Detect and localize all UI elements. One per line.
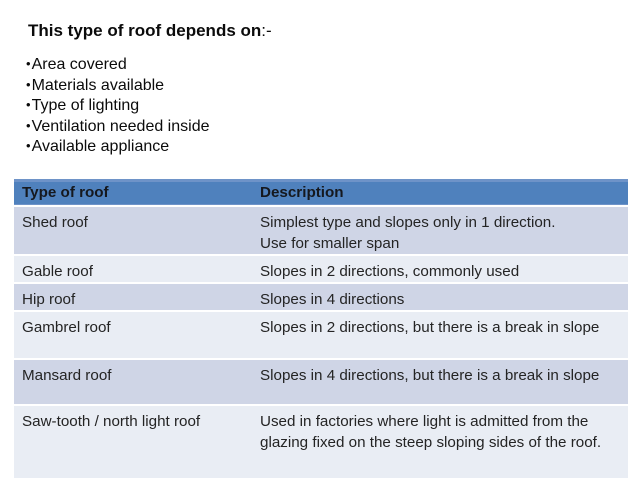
roof-description-cell: Used in factories where light is admitte… bbox=[260, 413, 602, 451]
bullet-text: Type of lighting bbox=[31, 97, 140, 114]
column-header-description: Description bbox=[260, 184, 344, 201]
bullet-item: •Area covered bbox=[26, 54, 209, 75]
roof-description-cell: Slopes in 2 directions, commonly used bbox=[260, 263, 520, 280]
bullet-item: •Available appliance bbox=[26, 136, 209, 157]
column-header-type-of-roof: Type of roof bbox=[22, 184, 109, 201]
roof-type-cell: Hip roof bbox=[22, 291, 76, 308]
page-title-text: This type of roof depends on bbox=[28, 21, 262, 40]
page-title-suffix: :- bbox=[261, 21, 272, 40]
bullet-icon: • bbox=[26, 56, 31, 71]
bullet-icon: • bbox=[26, 117, 31, 133]
page-title: This type of roof depends on:- bbox=[28, 20, 272, 41]
roof-type-cell: Shed roof bbox=[22, 214, 88, 231]
table-row: Shed roof Simplest type and slopes only i… bbox=[14, 206, 628, 255]
roof-description-cell: Slopes in 4 directions, but there is a b… bbox=[260, 367, 600, 384]
table-row: Hip roof Slopes in 4 directions bbox=[14, 283, 628, 311]
table-row: Mansard roof Slopes in 4 directions, but … bbox=[14, 359, 628, 405]
bullet-icon: • bbox=[26, 138, 31, 153]
bullet-text: Area covered bbox=[31, 56, 127, 73]
bullet-text: Ventilation needed inside bbox=[31, 117, 210, 135]
bullet-icon: • bbox=[26, 76, 31, 92]
bullet-icon: • bbox=[26, 97, 31, 112]
table-row: Saw-tooth / north light roof Used in fact… bbox=[14, 405, 628, 478]
bullet-list: •Area covered•Materials available•Type o… bbox=[26, 54, 209, 157]
roof-description-cell: Slopes in 4 directions bbox=[260, 291, 405, 308]
table-row: Gable roof Slopes in 2 directions, common… bbox=[14, 255, 628, 283]
roof-type-cell: Saw-tooth / north light roof bbox=[22, 413, 201, 430]
roof-description-cell: Slopes in 2 directions, but there is a b… bbox=[260, 319, 600, 336]
roof-description-cell: Simplest type and slopes only in 1 direc… bbox=[260, 214, 556, 252]
bullet-item: •Materials available bbox=[26, 75, 209, 96]
roof-type-cell: Gambrel roof bbox=[22, 319, 111, 336]
table-row: Gambrel roof Slopes in 2 directions, but … bbox=[14, 311, 628, 359]
roof-type-cell: Mansard roof bbox=[22, 367, 112, 384]
bullet-text: Materials available bbox=[31, 76, 165, 94]
table-header-row: Type of roof Description bbox=[14, 179, 628, 206]
roof-type-cell: Gable roof bbox=[22, 263, 93, 280]
bullet-item: •Ventilation needed inside bbox=[26, 116, 209, 137]
bullet-text: Available appliance bbox=[31, 138, 170, 155]
table-body: Shed roof Simplest type and slopes only i… bbox=[14, 206, 628, 478]
bullet-item: •Type of lighting bbox=[26, 95, 209, 116]
roof-table: Type of roof Description Shed roof Simple… bbox=[14, 179, 628, 478]
